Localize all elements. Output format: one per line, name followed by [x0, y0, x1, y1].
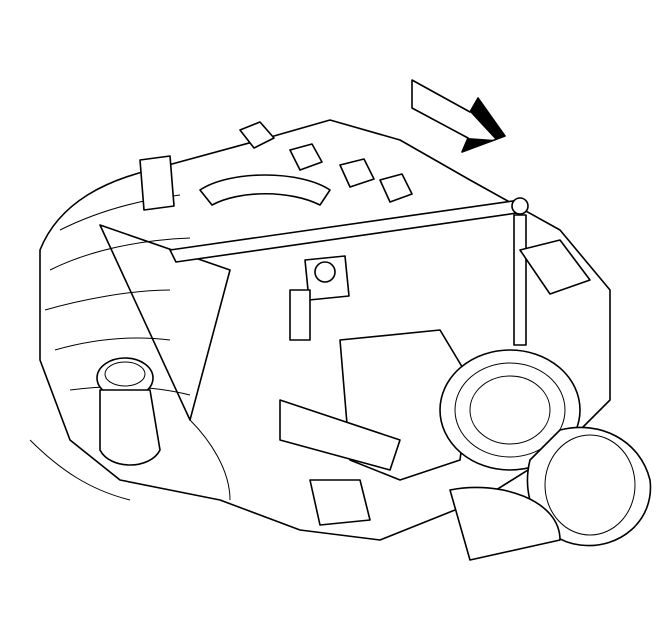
fuel-rail-tube [169, 197, 529, 346]
injectors-and-connectors [139, 121, 591, 295]
lower-bracket [29, 399, 401, 526]
sensor-on-manifold [289, 255, 350, 341]
oil-filler-cap [96, 357, 161, 466]
intake-manifold [39, 119, 611, 541]
direction-arrow-icon [411, 79, 506, 153]
